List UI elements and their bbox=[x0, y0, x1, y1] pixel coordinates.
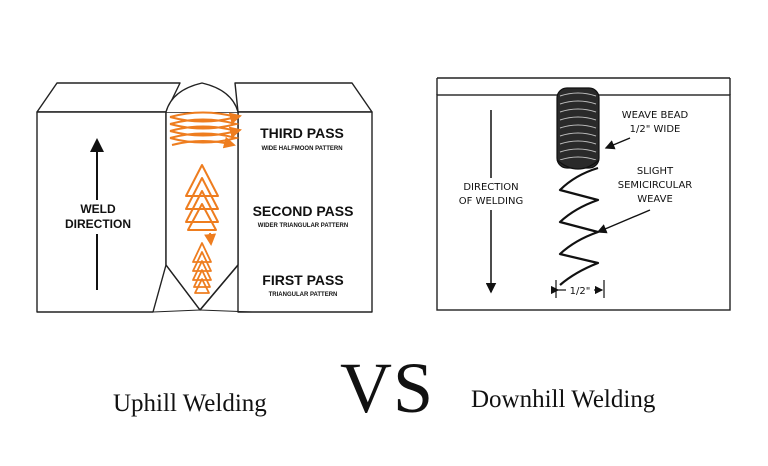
weld-crown bbox=[165, 82, 239, 113]
weave-bead-leader bbox=[604, 137, 631, 150]
direction-of-welding-label-1: DIRECTION bbox=[463, 182, 518, 193]
semicircular-weave-path bbox=[558, 166, 600, 286]
semicircular-label-3: WEAVE bbox=[637, 194, 673, 205]
weave-bead-label-1: WEAVE BEAD bbox=[622, 110, 689, 121]
vs-caption: VS bbox=[340, 348, 435, 428]
third-pass-title: THIRD PASS bbox=[260, 125, 344, 141]
uphill-caption: Uphill Welding bbox=[113, 390, 267, 417]
weave-bead bbox=[556, 87, 600, 170]
width-dimension bbox=[550, 280, 605, 298]
left-plate-top bbox=[36, 82, 181, 113]
second-pass-subtitle: WIDER TRIANGULAR PATTERN bbox=[258, 223, 348, 229]
first-pass-title: FIRST PASS bbox=[262, 272, 343, 288]
semicircular-leader bbox=[596, 209, 651, 234]
weld-direction-label-1: WELD bbox=[80, 202, 116, 216]
uphill-weld-block bbox=[36, 82, 373, 313]
first-pass-subtitle: TRIANGULAR PATTERN bbox=[269, 292, 338, 298]
first-pass-triangle-weave bbox=[192, 242, 212, 294]
right-plate-top bbox=[234, 82, 373, 113]
downhill-caption: Downhill Welding bbox=[471, 386, 656, 413]
weave-bead-label-2: 1/2" WIDE bbox=[630, 124, 681, 135]
width-dimension-label: 1/2" bbox=[570, 286, 591, 297]
third-pass-halfmoon-weave bbox=[169, 111, 242, 149]
semicircular-label-1: SLIGHT bbox=[637, 166, 674, 177]
direction-of-welding-label-2: OF WELDING bbox=[459, 196, 523, 207]
weld-direction-label-2: DIRECTION bbox=[65, 217, 131, 231]
third-pass-subtitle: WIDE HALFMOON PATTERN bbox=[261, 146, 342, 152]
second-pass-triangle-weave bbox=[185, 164, 219, 246]
semicircular-label-2: SEMICIRCULAR bbox=[618, 180, 693, 191]
second-pass-title: SECOND PASS bbox=[253, 203, 354, 219]
